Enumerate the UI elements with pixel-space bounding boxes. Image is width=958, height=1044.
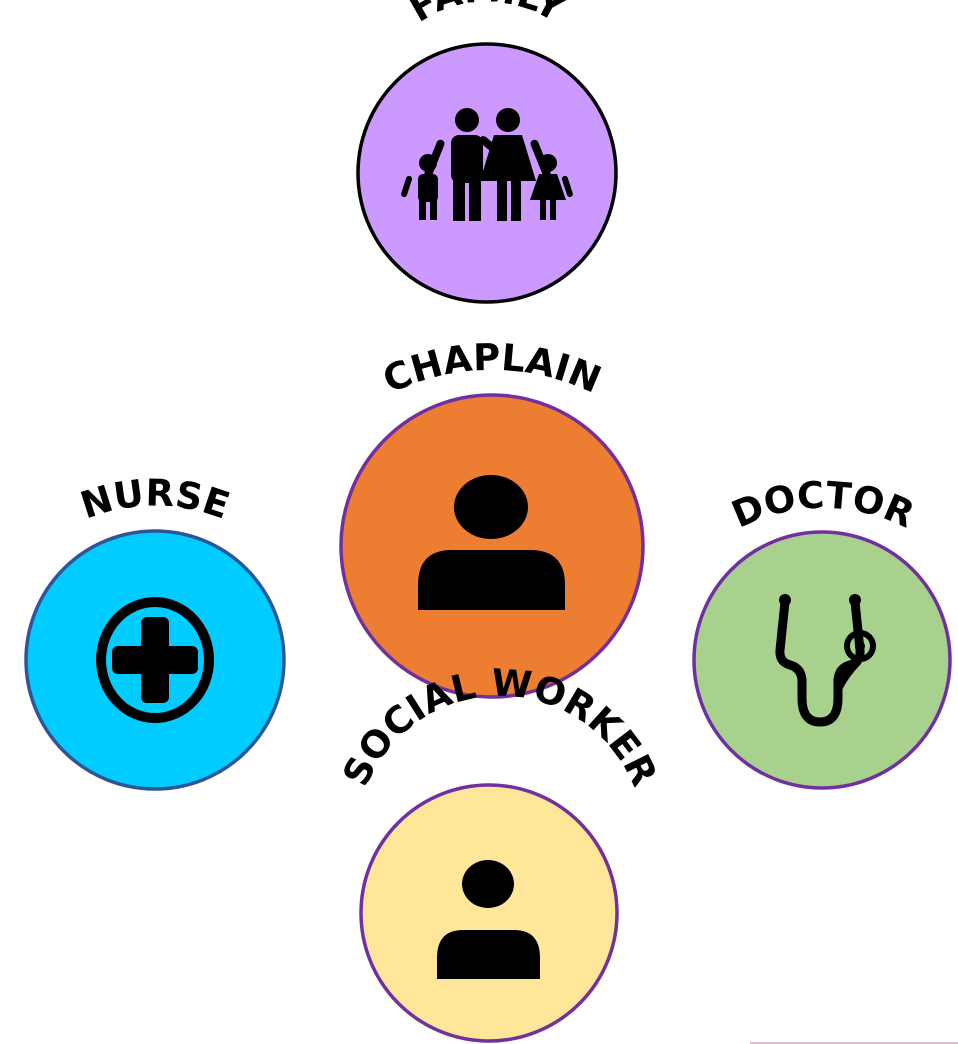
chaplain-circle (339, 393, 645, 699)
doctor-label: DOCTOR (725, 473, 920, 536)
social-worker-label: SOCIAL WORKER (334, 661, 665, 792)
nurse-node: NURSE (24, 471, 286, 791)
person-icon (437, 860, 540, 979)
family-label: FAMILY (402, 0, 573, 31)
corner-divider (750, 1042, 958, 1044)
person-icon (418, 475, 565, 610)
doctor-circle (692, 530, 952, 790)
doctor-node: DOCTOR (692, 473, 952, 790)
family-node: FAMILY (356, 0, 618, 304)
chaplain-label: CHAPLAIN (377, 336, 607, 402)
chaplain-node: CHAPLAIN (339, 336, 645, 699)
nurse-label: NURSE (75, 471, 234, 527)
stethoscope-icon (775, 594, 876, 727)
medical-cross-icon (96, 597, 214, 723)
social-worker-circle (359, 783, 619, 1043)
social-worker-node: SOCIAL WORKER (334, 661, 666, 1043)
family-icon (401, 108, 573, 221)
